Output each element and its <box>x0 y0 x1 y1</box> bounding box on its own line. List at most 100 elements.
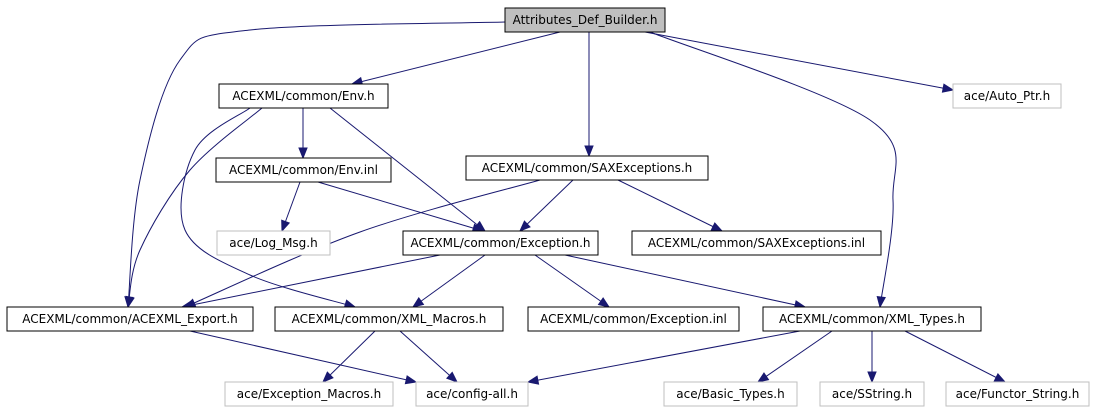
edge-line <box>181 254 441 308</box>
edge-line <box>412 254 486 308</box>
arrow-head <box>597 297 611 308</box>
edge-env_inl-to-log_msg_h <box>281 181 301 233</box>
arrow-head <box>322 371 334 383</box>
edge-line <box>519 179 574 232</box>
node-box[interactable] <box>504 7 666 33</box>
nodes: Attributes_Def_Builder.hACEXML/common/En… <box>6 7 1090 407</box>
node-env-inl[interactable]: ACEXML/common/Env.inl <box>215 157 392 183</box>
node-log-msg-h[interactable]: ace/Log_Msg.h <box>216 230 331 256</box>
arrow-head <box>519 220 531 232</box>
edge-line <box>564 254 806 308</box>
node-env-h[interactable]: ACEXML/common/Env.h <box>218 83 389 109</box>
edge-xml_macros_h-to-config_all_h <box>399 330 459 383</box>
edge-saxexceptions_h-to-exception_h <box>519 179 574 232</box>
edge-line <box>329 107 486 232</box>
edge-xml_types_h-to-basic_types_h <box>756 330 833 383</box>
node-box[interactable] <box>631 230 882 256</box>
node-label: ace/Functor_String.h <box>956 387 1080 401</box>
edge-acexml_export_h-to-config_all_h <box>189 330 418 385</box>
node-xml-types-h[interactable]: ACEXML/common/XML_Types.h <box>762 306 982 332</box>
node-label: ace/Auto_Ptr.h <box>964 89 1050 103</box>
edge-line <box>322 330 376 383</box>
arrow-head <box>993 373 1007 383</box>
node-box[interactable] <box>274 306 504 332</box>
edge-saxexceptions_h-to-saxexceptions_inl <box>617 179 724 232</box>
node-attributes-def-builder-h[interactable]: Attributes_Def_Builder.h <box>504 7 666 33</box>
edge-attributes_def_builder_h-to-xml_types_h <box>649 31 897 309</box>
node-exception-h[interactable]: ACEXML/common/Exception.h <box>402 230 599 256</box>
node-box[interactable] <box>527 306 740 332</box>
node-basic-types-h[interactable]: ace/Basic_Types.h <box>663 381 798 407</box>
node-label: ACEXML/common/XML_Types.h <box>779 312 965 326</box>
edge-line <box>904 330 1006 383</box>
node-xml-macros-h[interactable]: ACEXML/common/XML_Macros.h <box>274 306 504 332</box>
edge-env_inl-to-exception_h <box>317 181 485 233</box>
node-label: ACEXML/common/Env.inl <box>229 163 378 177</box>
node-box[interactable] <box>465 155 709 181</box>
arrow-head <box>876 296 886 309</box>
edge-line <box>649 31 897 308</box>
edge-xml_types_h-to-sstring_h <box>867 331 877 384</box>
edge-line <box>127 21 506 308</box>
node-box[interactable] <box>819 381 925 407</box>
node-sstring-h[interactable]: ace/SString.h <box>819 381 925 407</box>
node-label: ace/SString.h <box>832 387 912 401</box>
edge-line <box>189 330 417 383</box>
node-box[interactable] <box>952 83 1062 109</box>
node-box[interactable] <box>218 83 389 109</box>
edge-line <box>617 179 723 232</box>
node-box[interactable] <box>6 306 254 332</box>
node-label: ACEXML/common/XML_Macros.h <box>292 312 487 326</box>
edge-line <box>351 31 561 85</box>
node-box[interactable] <box>215 157 392 183</box>
edge-xml_macros_h-to-exception_macros_h <box>322 330 376 383</box>
edge-exception_h-to-acexml_export_h <box>180 254 441 310</box>
edge-line <box>534 254 610 308</box>
arrow-head <box>281 219 291 233</box>
node-box[interactable] <box>402 230 599 256</box>
node-label: ACEXML/common/SAXExceptions.inl <box>648 236 865 250</box>
arrow-head <box>584 145 594 158</box>
edge-line <box>527 330 801 383</box>
node-box[interactable] <box>945 381 1090 407</box>
arrow-head <box>941 83 955 93</box>
node-functor-string-h[interactable]: ace/Functor_String.h <box>945 381 1090 407</box>
node-label: ACEXML/common/SAXExceptions.h <box>482 161 693 175</box>
edge-attributes_def_builder_h-to-saxexceptions_h <box>584 32 594 158</box>
node-label: ace/Basic_Types.h <box>676 387 784 401</box>
node-saxexceptions-inl[interactable]: ACEXML/common/SAXExceptions.inl <box>631 230 882 256</box>
node-box[interactable] <box>663 381 798 407</box>
node-box[interactable] <box>762 306 982 332</box>
edge-line <box>317 181 484 232</box>
edge-exception_h-to-xml_macros_h <box>411 254 486 308</box>
node-acexml-export-h[interactable]: ACEXML/common/ACEXML_Export.h <box>6 306 254 332</box>
edge-line <box>399 330 458 383</box>
node-box[interactable] <box>415 381 529 407</box>
edge-line <box>757 330 833 383</box>
node-auto-ptr-h[interactable]: ace/Auto_Ptr.h <box>952 83 1062 109</box>
edge-exception_h-to-exception_inl <box>534 254 611 308</box>
node-exception-macros-h[interactable]: ace/Exception_Macros.h <box>224 381 394 407</box>
node-saxexceptions-h[interactable]: ACEXML/common/SAXExceptions.h <box>465 155 709 181</box>
edge-attributes_def_builder_h-to-auto_ptr_h <box>644 31 955 93</box>
edge-xml_types_h-to-config_all_h <box>526 330 801 385</box>
arrow-head <box>298 147 308 160</box>
node-exception-inl[interactable]: ACEXML/common/Exception.inl <box>527 306 740 332</box>
node-label: ACEXML/common/Env.h <box>232 89 374 103</box>
node-box[interactable] <box>224 381 394 407</box>
node-label: ACEXML/common/ACEXML_Export.h <box>22 312 238 326</box>
edge-line <box>180 107 356 308</box>
edge-xml_types_h-to-functor_string_h <box>904 330 1007 383</box>
node-label: ace/Exception_Macros.h <box>237 387 381 401</box>
node-box[interactable] <box>216 230 331 256</box>
arrow-head <box>411 297 425 308</box>
edge-line <box>184 179 541 308</box>
arrow-head <box>710 222 724 232</box>
edge-env_h-to-acexml_export_h <box>125 107 263 309</box>
node-label: ACEXML/common/Exception.inl <box>540 312 727 326</box>
node-label: ACEXML/common/Exception.h <box>410 236 590 250</box>
node-config-all-h[interactable]: ace/config-all.h <box>415 381 529 407</box>
arrow-head <box>446 371 459 383</box>
node-label: ace/Log_Msg.h <box>229 236 317 250</box>
